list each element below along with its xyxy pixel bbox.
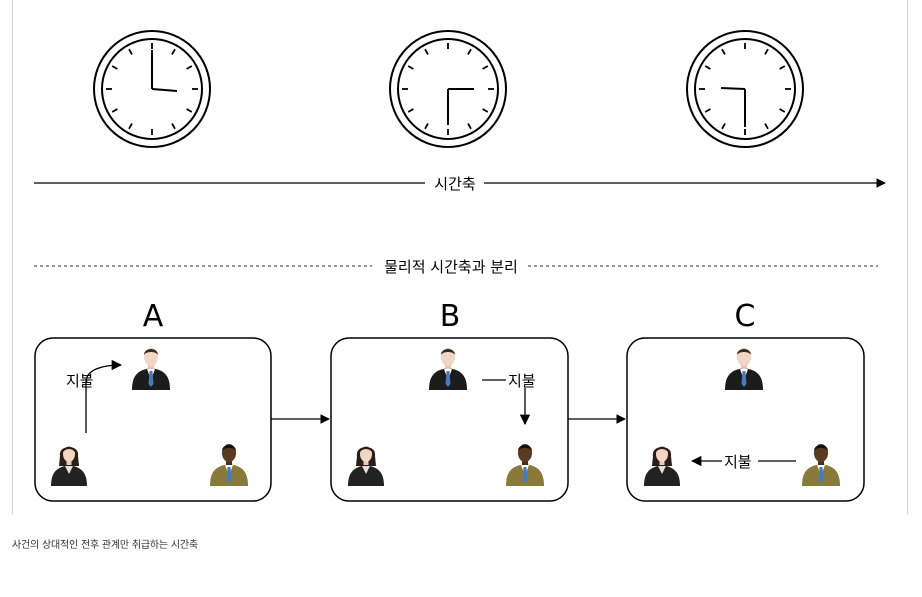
- panel-c: [626, 337, 865, 502]
- timeline-label: 시간축: [434, 175, 475, 193]
- payment-label: 지불: [508, 372, 536, 390]
- panel-title-b: B: [440, 299, 461, 334]
- separator: 물리적 시간축과 분리: [34, 258, 878, 276]
- separator-label: 물리적 시간축과 분리: [384, 258, 518, 276]
- panel-title-a: A: [143, 299, 164, 334]
- figure-frame: [12, 0, 908, 514]
- panel-title-c: C: [735, 299, 756, 334]
- payment-arrow: [85, 359, 123, 433]
- timeline: 시간축: [34, 175, 886, 193]
- payment-label: 지불: [724, 453, 752, 471]
- clock-icon: [686, 30, 804, 148]
- payment-label: 지불: [66, 372, 94, 390]
- clock-icon: [93, 30, 211, 148]
- figure-caption: 사건의 상대적인 전후 관계만 취급하는 시간축: [12, 540, 198, 551]
- time-axis-diagram: 시간축 물리적 시간축과 분리 A B C 지불 지불 지불: [34, 30, 886, 502]
- clock-icon: [389, 30, 507, 148]
